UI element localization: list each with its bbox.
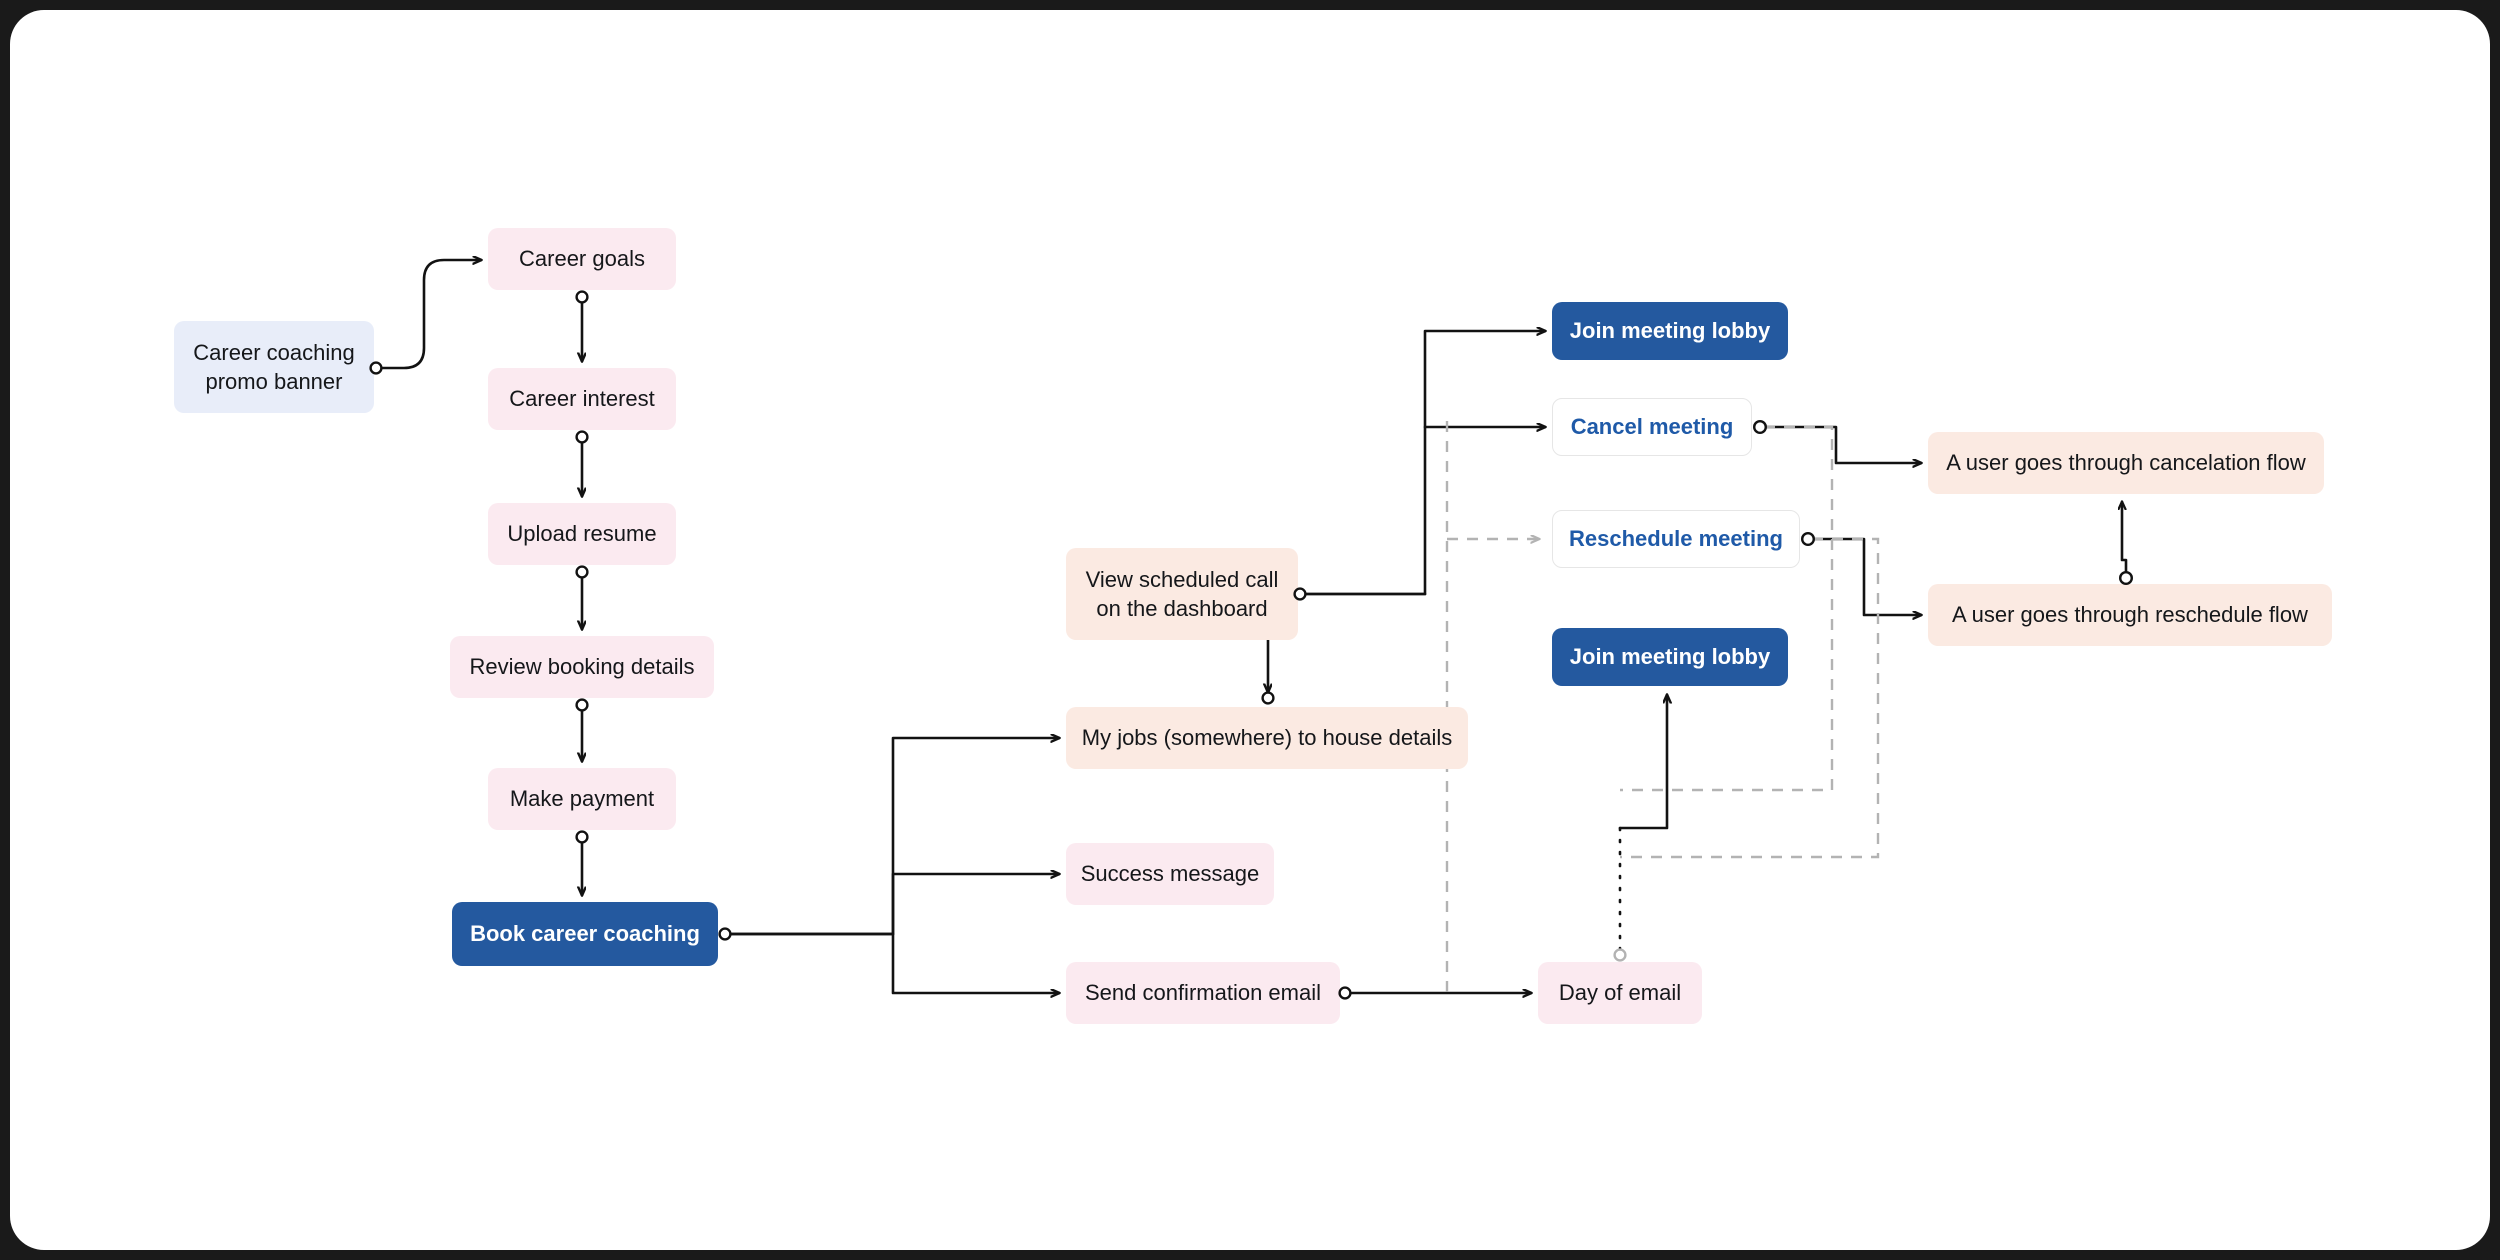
node-review-booking-details[interactable]: Review booking details	[450, 636, 714, 698]
node-day-of-email[interactable]: Day of email	[1538, 962, 1702, 1024]
node-cancelation-flow[interactable]: A user goes through cancelation flow	[1928, 432, 2324, 494]
node-join-meeting-lobby-top[interactable]: Join meeting lobby	[1552, 302, 1788, 360]
node-my-jobs[interactable]: My jobs (somewhere) to house details	[1066, 707, 1468, 769]
node-view-scheduled-call[interactable]: View scheduled call on the dashboard	[1066, 548, 1298, 640]
node-career-goals[interactable]: Career goals	[488, 228, 676, 290]
node-join-meeting-lobby-bottom[interactable]: Join meeting lobby	[1552, 628, 1788, 686]
node-send-confirmation-email[interactable]: Send confirmation email	[1066, 962, 1340, 1024]
node-reschedule-flow[interactable]: A user goes through reschedule flow	[1928, 584, 2332, 646]
node-success-message[interactable]: Success message	[1066, 843, 1274, 905]
node-cancel-meeting[interactable]: Cancel meeting	[1552, 398, 1752, 456]
node-career-interest[interactable]: Career interest	[488, 368, 676, 430]
node-book-career-coaching[interactable]: Book career coaching	[452, 902, 718, 966]
node-promo-banner[interactable]: Career coaching promo banner	[174, 321, 374, 413]
node-make-payment[interactable]: Make payment	[488, 768, 676, 830]
node-reschedule-meeting[interactable]: Reschedule meeting	[1552, 510, 1800, 568]
node-upload-resume[interactable]: Upload resume	[488, 503, 676, 565]
